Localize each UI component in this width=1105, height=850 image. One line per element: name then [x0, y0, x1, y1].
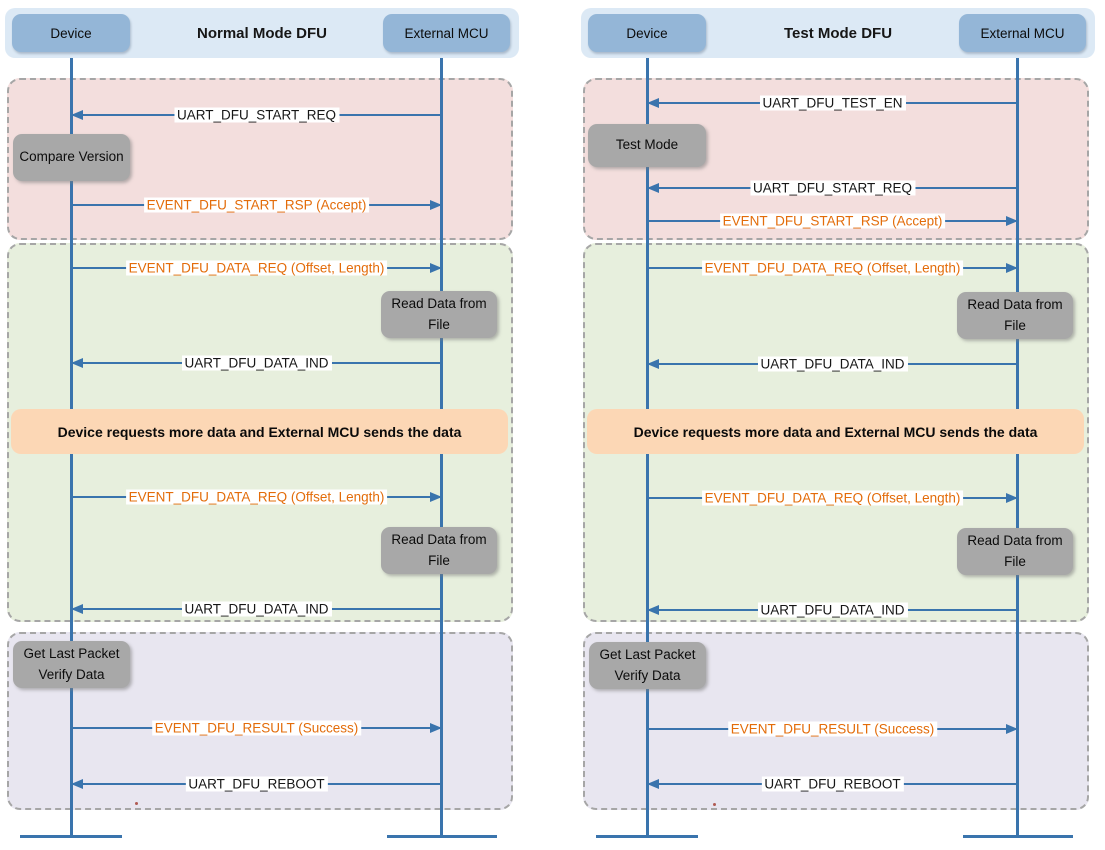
message-label: UART_DFU_START_REQ [749, 180, 916, 196]
diagram-title: Normal Mode DFU [196, 24, 327, 42]
message-label: UART_DFU_DATA_IND [181, 355, 332, 371]
arrowhead-right-icon [1006, 493, 1018, 503]
note-get-last-packet-verify-data: Get Last Packet Verify Data [13, 641, 130, 688]
message-label: UART_DFU_DATA_IND [181, 601, 332, 617]
arrowhead-right-icon [1006, 216, 1018, 226]
message-label: UART_DFU_START_REQ [173, 107, 340, 123]
message-label: UART_DFU_REBOOT [185, 776, 328, 792]
arrowhead-right-icon [430, 492, 442, 502]
actor-external-mcu: External MCU [383, 14, 510, 52]
note-text: Read Data from File [967, 297, 1063, 333]
note-text: Read Data from File [391, 296, 487, 332]
arrowhead-right-icon [1006, 724, 1018, 734]
arrowhead-left-icon [647, 183, 659, 193]
header-bar: Test Mode DFU Device External MCU [581, 8, 1095, 58]
message-label: EVENT_DFU_DATA_REQ (Offset, Length) [701, 490, 964, 506]
message-uart-dfu-data-ind-1: UART_DFU_DATA_IND [647, 356, 1017, 372]
stray-dot [135, 802, 138, 805]
note-read-data-from-file-1: Read Data from File [957, 292, 1073, 339]
note-text: Get Last Packet Verify Data [599, 647, 696, 683]
actor-device: Device [588, 14, 706, 52]
note-text: Device requests more data and External M… [57, 423, 462, 440]
arrowhead-left-icon [647, 98, 659, 108]
message-label: EVENT_DFU_DATA_REQ (Offset, Length) [125, 489, 388, 505]
arrowhead-right-icon [430, 200, 442, 210]
arrowhead-left-icon [71, 779, 83, 789]
note-read-data-from-file-2: Read Data from File [381, 527, 497, 574]
message-event-dfu-data-req-2: EVENT_DFU_DATA_REQ (Offset, Length) [72, 489, 442, 505]
device-lifeline-terminator [20, 835, 122, 838]
message-uart-dfu-reboot: UART_DFU_REBOOT [71, 776, 441, 792]
arrowhead-right-icon [430, 723, 442, 733]
actor-external-mcu: External MCU [959, 14, 1086, 52]
message-event-dfu-data-req-2: EVENT_DFU_DATA_REQ (Offset, Length) [648, 490, 1018, 506]
message-label: UART_DFU_TEST_EN [759, 95, 906, 111]
normal-mode-dfu-diagram: Normal Mode DFU Device External MCU UART… [0, 0, 529, 850]
message-uart-dfu-start-req: UART_DFU_START_REQ [71, 107, 441, 123]
note-read-data-from-file-1: Read Data from File [381, 291, 497, 338]
device-lifeline-terminator [596, 835, 698, 838]
note-text: Get Last Packet Verify Data [23, 646, 120, 682]
arrowhead-left-icon [647, 359, 659, 369]
note-text: Device requests more data and External M… [633, 423, 1038, 440]
message-uart-dfu-start-req: UART_DFU_START_REQ [647, 180, 1017, 196]
arrowhead-right-icon [1006, 263, 1018, 273]
external-mcu-lifeline-terminator [963, 835, 1073, 838]
arrowhead-left-icon [647, 605, 659, 615]
message-label: UART_DFU_DATA_IND [757, 602, 908, 618]
note-read-data-from-file-2: Read Data from File [957, 528, 1073, 575]
note-test-mode: Test Mode [588, 124, 706, 167]
note-text: Compare Version [19, 149, 124, 165]
message-label: EVENT_DFU_DATA_REQ (Offset, Length) [125, 260, 388, 276]
note-more-data: Device requests more data and External M… [11, 409, 508, 454]
message-event-dfu-start-rsp: EVENT_DFU_START_RSP (Accept) [648, 213, 1018, 229]
header-bar: Normal Mode DFU Device External MCU [5, 8, 519, 58]
arrowhead-left-icon [71, 110, 83, 120]
arrowhead-left-icon [71, 358, 83, 368]
external-mcu-lifeline-terminator [387, 835, 497, 838]
message-uart-dfu-data-ind-2: UART_DFU_DATA_IND [71, 601, 441, 617]
message-uart-dfu-data-ind-1: UART_DFU_DATA_IND [71, 355, 441, 371]
message-event-dfu-data-req-1: EVENT_DFU_DATA_REQ (Offset, Length) [72, 260, 442, 276]
message-uart-dfu-data-ind-2: UART_DFU_DATA_IND [647, 602, 1017, 618]
test-mode-dfu-diagram: Test Mode DFU Device External MCU UART_D… [576, 0, 1105, 850]
message-label: EVENT_DFU_RESULT (Success) [151, 720, 362, 736]
message-event-dfu-data-req-1: EVENT_DFU_DATA_REQ (Offset, Length) [648, 260, 1018, 276]
message-uart-dfu-test-en: UART_DFU_TEST_EN [647, 95, 1017, 111]
arrowhead-right-icon [430, 263, 442, 273]
note-compare-version: Compare Version [13, 134, 130, 181]
message-label: UART_DFU_REBOOT [761, 776, 904, 792]
message-uart-dfu-reboot: UART_DFU_REBOOT [647, 776, 1017, 792]
note-text: Read Data from File [967, 533, 1063, 569]
arrowhead-left-icon [71, 604, 83, 614]
message-event-dfu-result: EVENT_DFU_RESULT (Success) [648, 721, 1018, 737]
note-text: Test Mode [615, 137, 679, 153]
message-label: UART_DFU_DATA_IND [757, 356, 908, 372]
message-label: EVENT_DFU_DATA_REQ (Offset, Length) [701, 260, 964, 276]
note-more-data: Device requests more data and External M… [587, 409, 1084, 454]
stray-dot [713, 803, 716, 806]
message-label: EVENT_DFU_RESULT (Success) [727, 721, 938, 737]
message-event-dfu-result: EVENT_DFU_RESULT (Success) [72, 720, 442, 736]
diagram-title: Test Mode DFU [783, 24, 893, 42]
note-get-last-packet-verify-data: Get Last Packet Verify Data [589, 642, 706, 689]
message-label: EVENT_DFU_START_RSP (Accept) [143, 197, 370, 213]
message-label: EVENT_DFU_START_RSP (Accept) [719, 213, 946, 229]
note-text: Read Data from File [391, 532, 487, 568]
message-event-dfu-start-rsp: EVENT_DFU_START_RSP (Accept) [72, 197, 442, 213]
actor-device: Device [12, 14, 130, 52]
arrowhead-left-icon [647, 779, 659, 789]
